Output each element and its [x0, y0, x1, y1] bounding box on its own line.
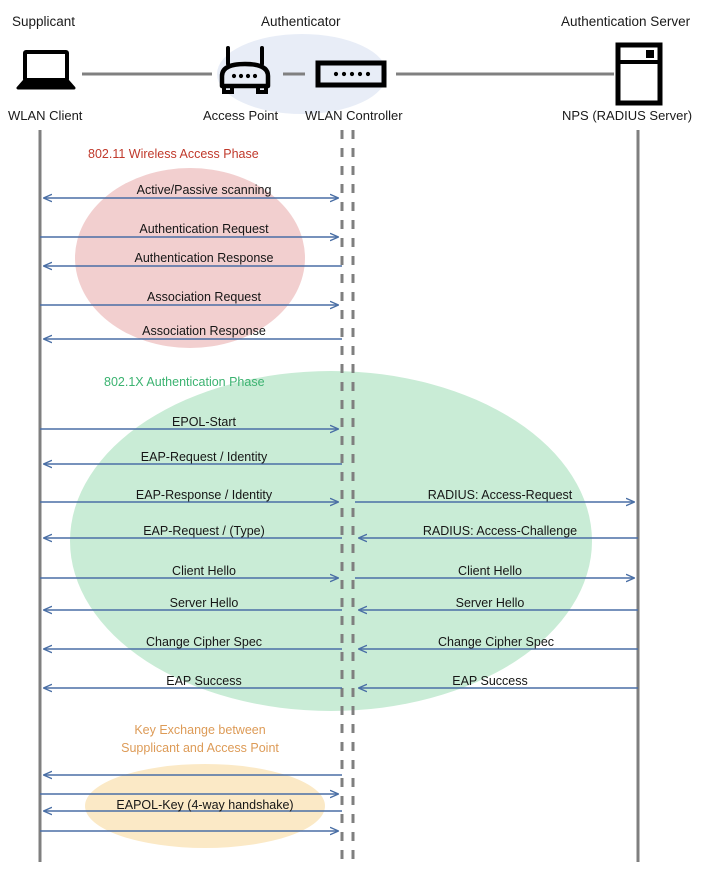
- phase-key-exchange-ellipse: [85, 764, 325, 848]
- message-label: EAP Success: [166, 674, 242, 688]
- message-label: Change Cipher Spec: [437, 635, 555, 649]
- message-label: Active/Passive scanning: [136, 183, 272, 197]
- message-label: Server Hello: [169, 596, 239, 610]
- message-label: Association Response: [142, 324, 266, 338]
- message-label: Client Hello: [458, 564, 522, 578]
- phase-label-80211: 802.11 Wireless Access Phase: [88, 147, 259, 161]
- message-label: RADIUS: Access-Request: [427, 488, 573, 502]
- message-label: EAP-Request / Identity: [140, 450, 268, 464]
- message-label: Server Hello: [455, 596, 525, 610]
- phase-label-key-exchange-line2: Supplicant and Access Point: [121, 741, 279, 755]
- message-label: EAPOL-Key (4-way handshake): [116, 798, 294, 812]
- device-label-wlan-client: WLAN Client: [8, 108, 83, 123]
- server-tower-icon: [615, 42, 663, 106]
- role-title-auth-server: Authentication Server: [561, 14, 691, 29]
- message-label: Authentication Request: [139, 222, 269, 236]
- message-label: RADIUS: Access-Challenge: [422, 524, 578, 538]
- message-label: EAP Success: [452, 674, 528, 688]
- wireless-router-icon: [219, 46, 271, 94]
- network-controller-icon: [315, 60, 387, 88]
- phase-label-key-exchange: Key Exchange between Supplicant and Acce…: [100, 721, 300, 757]
- device-label-access-point: Access Point: [203, 108, 279, 123]
- laptop-icon: [16, 50, 76, 90]
- device-label-wlan-controller: WLAN Controller: [305, 108, 403, 123]
- message-label: EAP-Request / (Type): [143, 524, 265, 538]
- message-label: Client Hello: [172, 564, 236, 578]
- message-label: EPOL-Start: [172, 415, 236, 429]
- message-label: EAP-Response / Identity: [135, 488, 273, 502]
- phase-8021x-ellipse: [70, 371, 592, 711]
- message-label: Change Cipher Spec: [145, 635, 263, 649]
- phase-label-key-exchange-line1: Key Exchange between: [134, 723, 266, 737]
- message-label: Authentication Response: [134, 251, 274, 265]
- phase-label-8021x: 802.1X Authentication Phase: [104, 375, 265, 389]
- phase-80211-ellipse: [75, 168, 305, 348]
- message-label: Association Request: [147, 290, 261, 304]
- role-title-supplicant: Supplicant: [12, 14, 76, 29]
- device-label-nps-radius-server: NPS (RADIUS Server): [562, 108, 693, 123]
- role-title-authenticator: Authenticator: [261, 14, 341, 29]
